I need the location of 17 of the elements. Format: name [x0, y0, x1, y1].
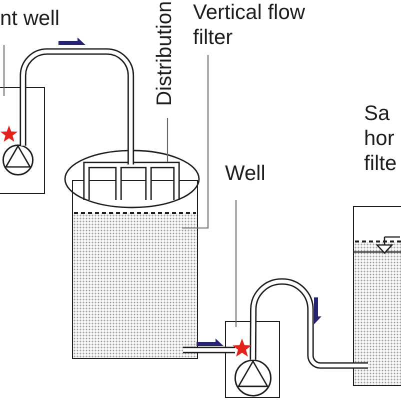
leader-line: [166, 118, 168, 162]
part-label: Well: [225, 161, 266, 186]
pump-icon: [2, 144, 34, 176]
part-label: nt well: [0, 6, 60, 31]
pipe: [250, 278, 368, 369]
pipe: [183, 338, 235, 354]
pump-icon: [234, 358, 272, 396]
part-label: Vertical flow filter: [193, 0, 321, 50]
pipe: [20, 38, 134, 164]
filter-tank: [353, 206, 401, 386]
leader-line: [3, 45, 5, 96]
leader-line: [182, 55, 209, 229]
distribution-pipes: [82, 159, 182, 201]
leader-line: [235, 200, 237, 327]
filter-tank: [72, 180, 198, 359]
part-label: Sa hor filte: [364, 101, 398, 176]
part-label: Distribution: [154, 1, 176, 106]
